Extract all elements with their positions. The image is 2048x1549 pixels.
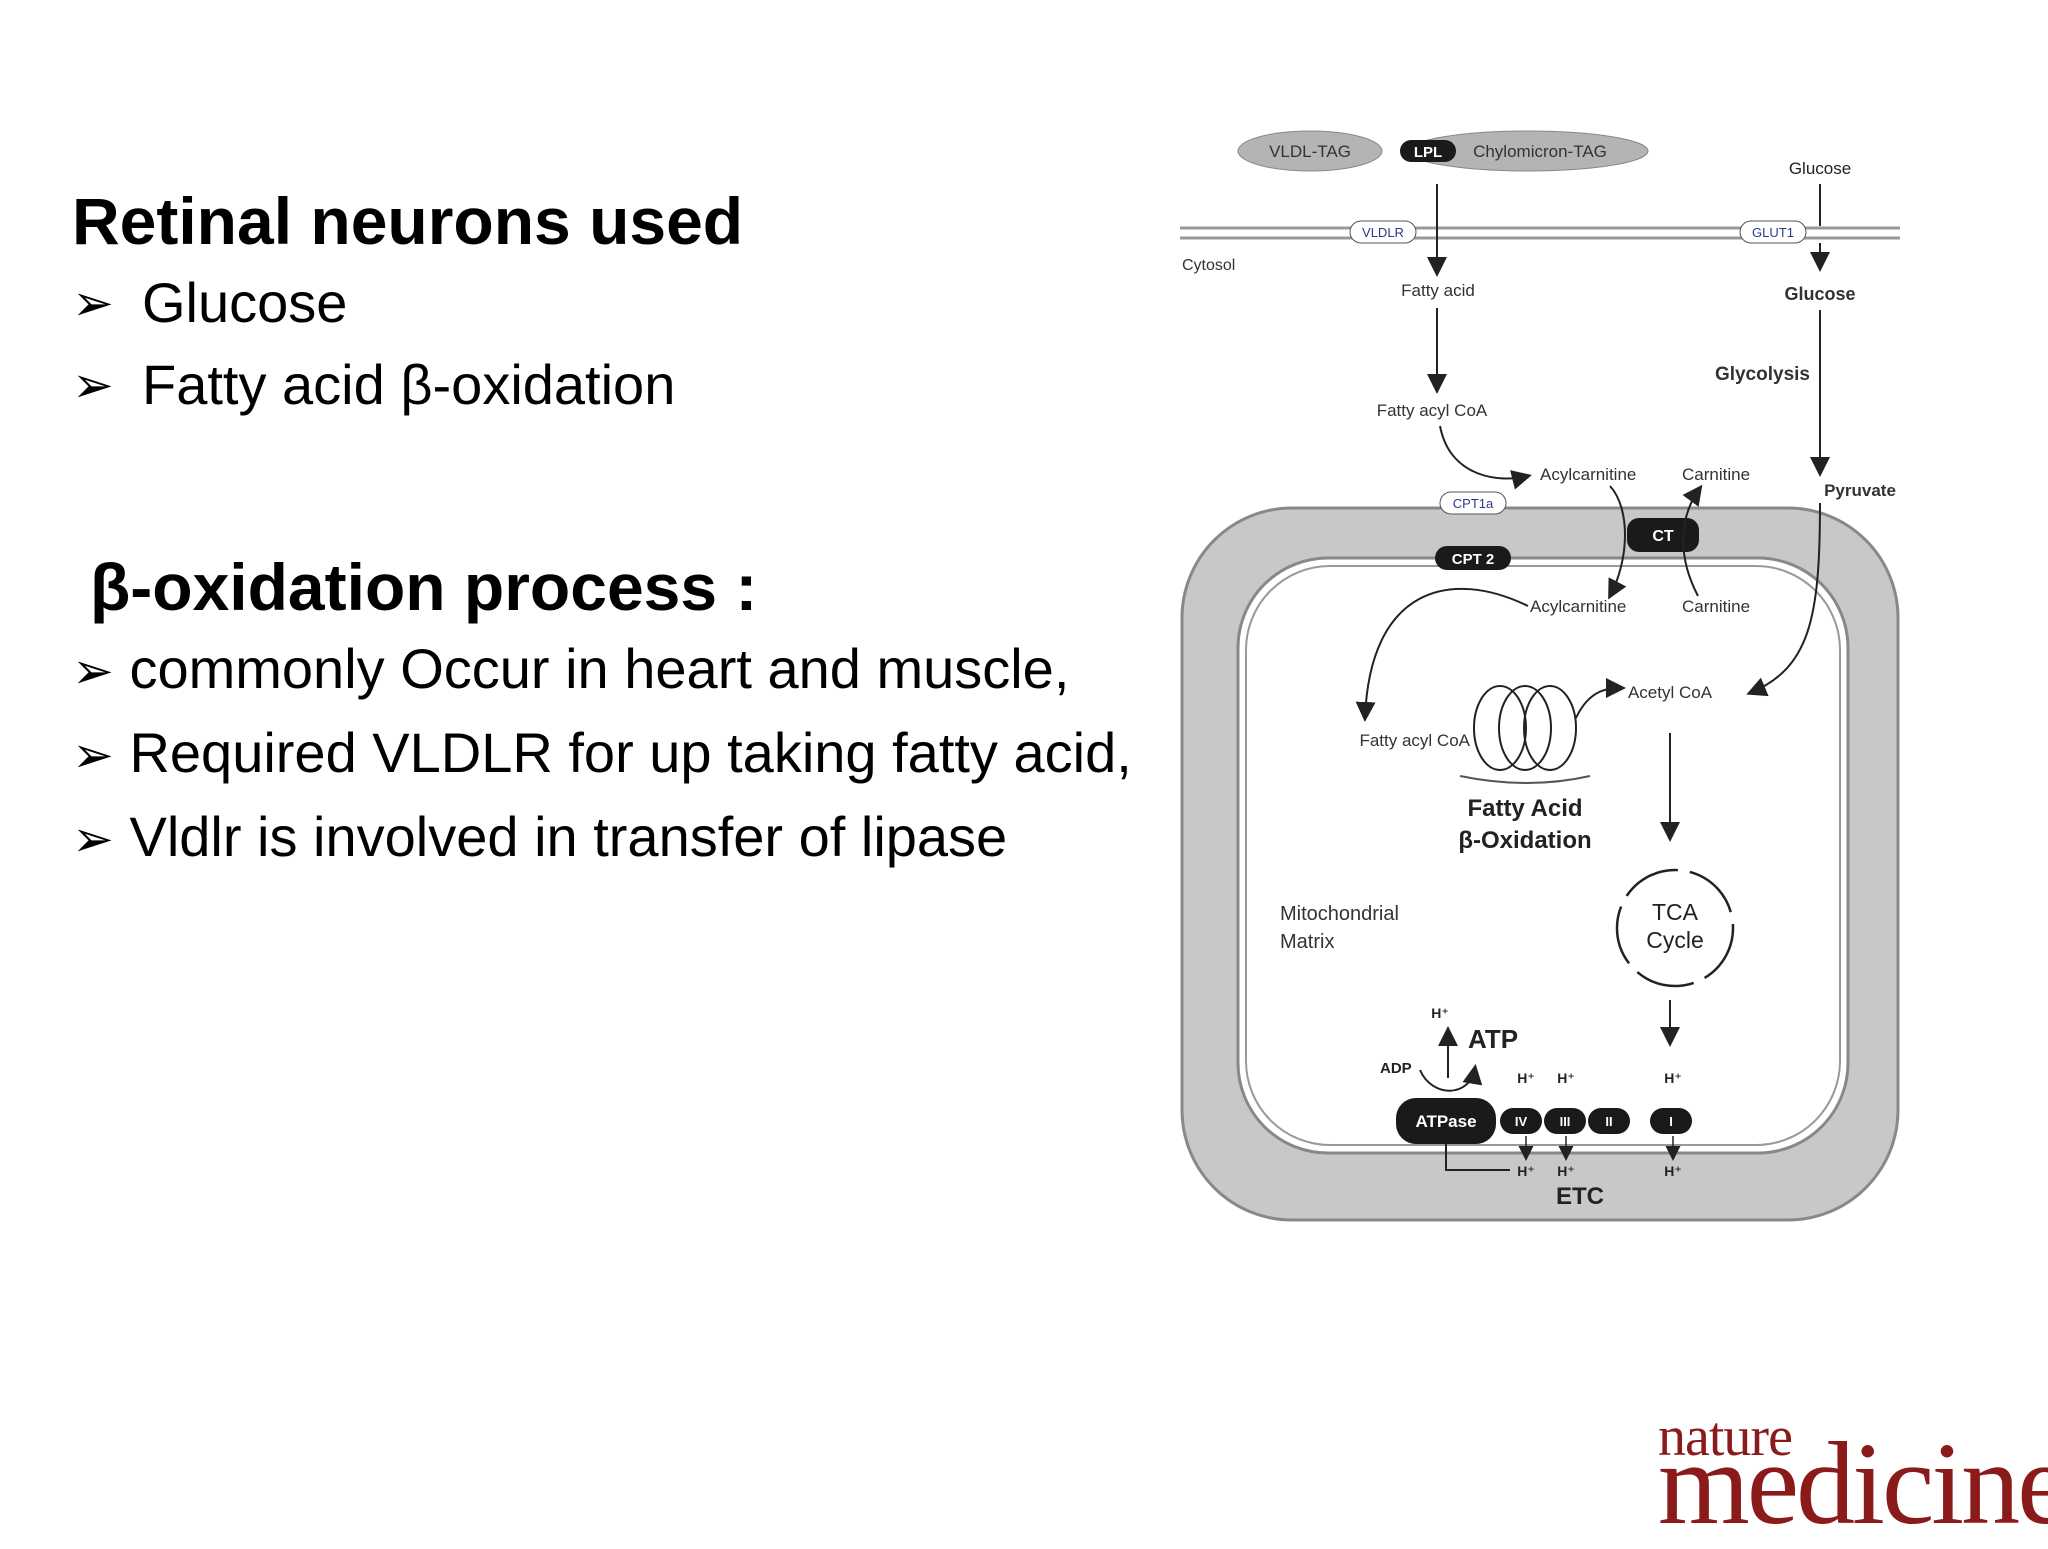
complex-i-label: I bbox=[1669, 1114, 1673, 1129]
glycolysis-label: Glycolysis bbox=[1715, 364, 1810, 385]
glucose-outside-label: Glucose bbox=[1789, 159, 1851, 178]
cpt2-pill bbox=[1435, 546, 1511, 570]
bullet-text: commonly Occur in heart and muscle, bbox=[129, 637, 1070, 700]
bullet-glucose: ➢ Glucose bbox=[72, 262, 1137, 344]
bullet-arrow-icon: ➢ bbox=[72, 727, 114, 783]
complex-iv bbox=[1500, 1108, 1542, 1134]
logo-line-medicine: medicine bbox=[1658, 1418, 2048, 1549]
bullet-arrow-icon: ➢ bbox=[72, 275, 114, 331]
carnitine-top-label: Carnitine bbox=[1682, 465, 1750, 484]
bullet-arrow-icon: ➢ bbox=[72, 357, 114, 413]
cpt2-label: CPT 2 bbox=[1452, 551, 1495, 568]
fao-line2-label: β-Oxidation bbox=[1458, 827, 1591, 854]
ct-transporter bbox=[1627, 518, 1699, 552]
bullet-text: Required VLDLR for up taking fatty acid, bbox=[129, 721, 1132, 784]
text-column: Retinal neurons used ➢ Glucose ➢ Fatty a… bbox=[72, 180, 1137, 880]
tca-line2-label: Cycle bbox=[1646, 927, 1704, 953]
atpase-complex bbox=[1396, 1098, 1496, 1144]
heading-retinal-neurons: Retinal neurons used bbox=[72, 184, 744, 258]
h-plus-iv-bottom: H⁺ bbox=[1517, 1163, 1535, 1179]
vldlr-label: VLDLR bbox=[1362, 225, 1404, 240]
complex-ii-label: II bbox=[1605, 1114, 1612, 1129]
h-plus-iii-top: H⁺ bbox=[1557, 1070, 1575, 1086]
cytosol-label: Cytosol bbox=[1182, 257, 1235, 274]
bullet-text: Vldlr is involved in transfer of lipase bbox=[129, 805, 1008, 868]
fatty-acyl-coa-label: Fatty acyl CoA bbox=[1377, 401, 1488, 420]
carnitine-bottom-label: Carnitine bbox=[1682, 597, 1750, 616]
heading-beta-oxidation: β-oxidation process : bbox=[90, 550, 758, 624]
acylcarnitine-bottom-label: Acylcarnitine bbox=[1530, 597, 1626, 616]
complex-ii bbox=[1588, 1108, 1630, 1134]
atpase-label: ATPase bbox=[1415, 1112, 1476, 1131]
cpt1a-label: CPT1a bbox=[1453, 496, 1494, 511]
metabolism-diagram: VLDL-TAG LPL Chylomicron-TAG Glucose VLD… bbox=[1180, 130, 1900, 1222]
h-plus-iv-top: H⁺ bbox=[1517, 1070, 1535, 1086]
bullet-text: Glucose bbox=[142, 271, 348, 334]
etc-label: ETC bbox=[1556, 1183, 1604, 1210]
fao-line1-label: Fatty Acid bbox=[1467, 795, 1582, 822]
mitochondrion-inner-membrane bbox=[1236, 556, 1850, 1155]
h-plus-iii-bottom: H⁺ bbox=[1557, 1163, 1575, 1179]
bullet-arrow-icon: ➢ bbox=[72, 811, 114, 867]
fatty-acid-label: Fatty acid bbox=[1401, 281, 1475, 300]
bullet-heart-muscle: ➢ commonly Occur in heart and muscle, bbox=[72, 628, 1137, 712]
h-plus-atp-label: H⁺ bbox=[1431, 1005, 1449, 1021]
complex-iv-label: IV bbox=[1515, 1114, 1528, 1129]
lpl-label: LPL bbox=[1414, 144, 1442, 161]
cpt1a-pill bbox=[1439, 491, 1507, 515]
glut1-transporter bbox=[1739, 220, 1807, 244]
ct-label: CT bbox=[1652, 528, 1674, 545]
beta-oxidation-spiral bbox=[1473, 678, 1626, 771]
bullet-vldlr: ➢ Required VLDLR for up taking fatty aci… bbox=[72, 712, 1137, 796]
tca-cycle-circle bbox=[1615, 868, 1735, 988]
vldlr-receptor bbox=[1349, 220, 1417, 244]
complex-i bbox=[1650, 1108, 1692, 1134]
complex-iii bbox=[1544, 1108, 1586, 1134]
adp-label: ADP bbox=[1380, 1060, 1412, 1077]
bullet-fatty-acid: ➢ Fatty acid β-oxidation bbox=[72, 344, 1137, 426]
vldl-tag-label: VLDL-TAG bbox=[1269, 142, 1351, 161]
complex-iii-label: III bbox=[1560, 1114, 1571, 1129]
lpl-pill bbox=[1400, 140, 1456, 162]
logo-line-nature: nature bbox=[1658, 1406, 1793, 1468]
acylcarnitine-top-label: Acylcarnitine bbox=[1540, 465, 1636, 484]
bullet-lipase: ➢ Vldlr is involved in transfer of lipas… bbox=[72, 796, 1137, 880]
pyruvate-label: Pyruvate bbox=[1824, 481, 1896, 500]
chylomicron-tag-label: Chylomicron-TAG bbox=[1473, 142, 1607, 161]
bullet-arrow-icon: ➢ bbox=[72, 643, 114, 699]
atp-label: ATP bbox=[1468, 1024, 1518, 1054]
nature-medicine-logo: nature medicine bbox=[1658, 1405, 2048, 1543]
h-plus-i-top: H⁺ bbox=[1664, 1070, 1682, 1086]
fatty-acyl-coa-matrix-label: Fatty acyl CoA bbox=[1359, 731, 1470, 750]
vldl-tag-oval bbox=[1237, 130, 1383, 172]
bullet-text: Fatty acid β-oxidation bbox=[142, 353, 676, 416]
matrix-line1-label: Mitochondrial bbox=[1280, 903, 1399, 925]
tca-line1-label: TCA bbox=[1652, 899, 1699, 925]
glut1-label: GLUT1 bbox=[1752, 225, 1794, 240]
matrix-line2-label: Matrix bbox=[1280, 931, 1334, 953]
h-plus-i-bottom: H⁺ bbox=[1664, 1163, 1682, 1179]
acetyl-coa-label: Acetyl CoA bbox=[1628, 683, 1713, 702]
glucose-inside-label: Glucose bbox=[1784, 284, 1855, 304]
